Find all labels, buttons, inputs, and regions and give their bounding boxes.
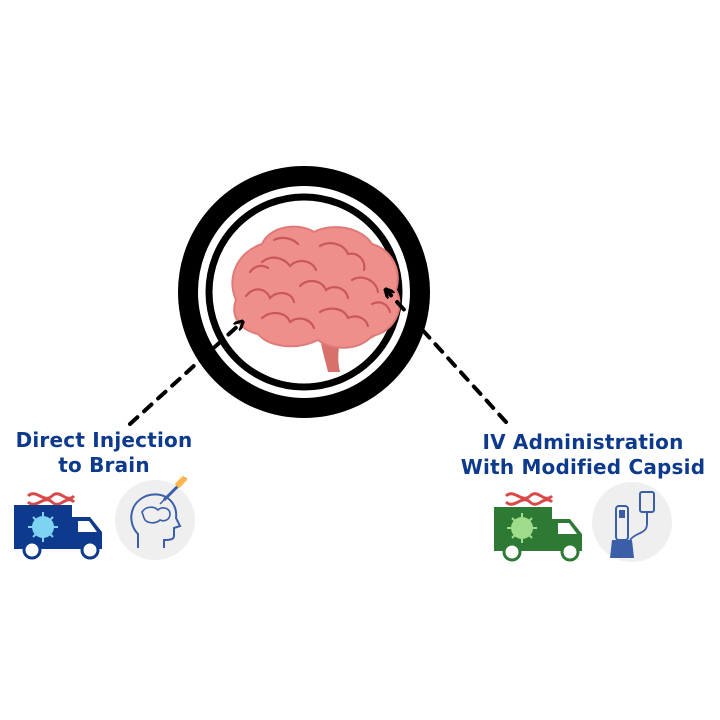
label-iv-administration-line1: IV Administration xyxy=(482,430,684,454)
iv-drip-arm-icon xyxy=(592,482,672,562)
head-with-syringe-icon xyxy=(115,475,195,560)
delivery-truck-icon-right xyxy=(494,492,582,562)
label-direct-injection: Direct Injection to Brain xyxy=(0,428,208,478)
delivery-truck-icon-left xyxy=(14,492,102,560)
arrow-left-dashed xyxy=(128,324,240,426)
label-direct-injection-line2: to Brain xyxy=(58,453,150,477)
label-direct-injection-line1: Direct Injection xyxy=(15,428,193,452)
arrow-right-dashed xyxy=(388,292,508,424)
label-iv-administration-line2: With Modified Capsid xyxy=(460,455,706,479)
brain-icon xyxy=(231,225,401,372)
label-iv-administration: IV Administration With Modified Capsid xyxy=(446,430,720,480)
